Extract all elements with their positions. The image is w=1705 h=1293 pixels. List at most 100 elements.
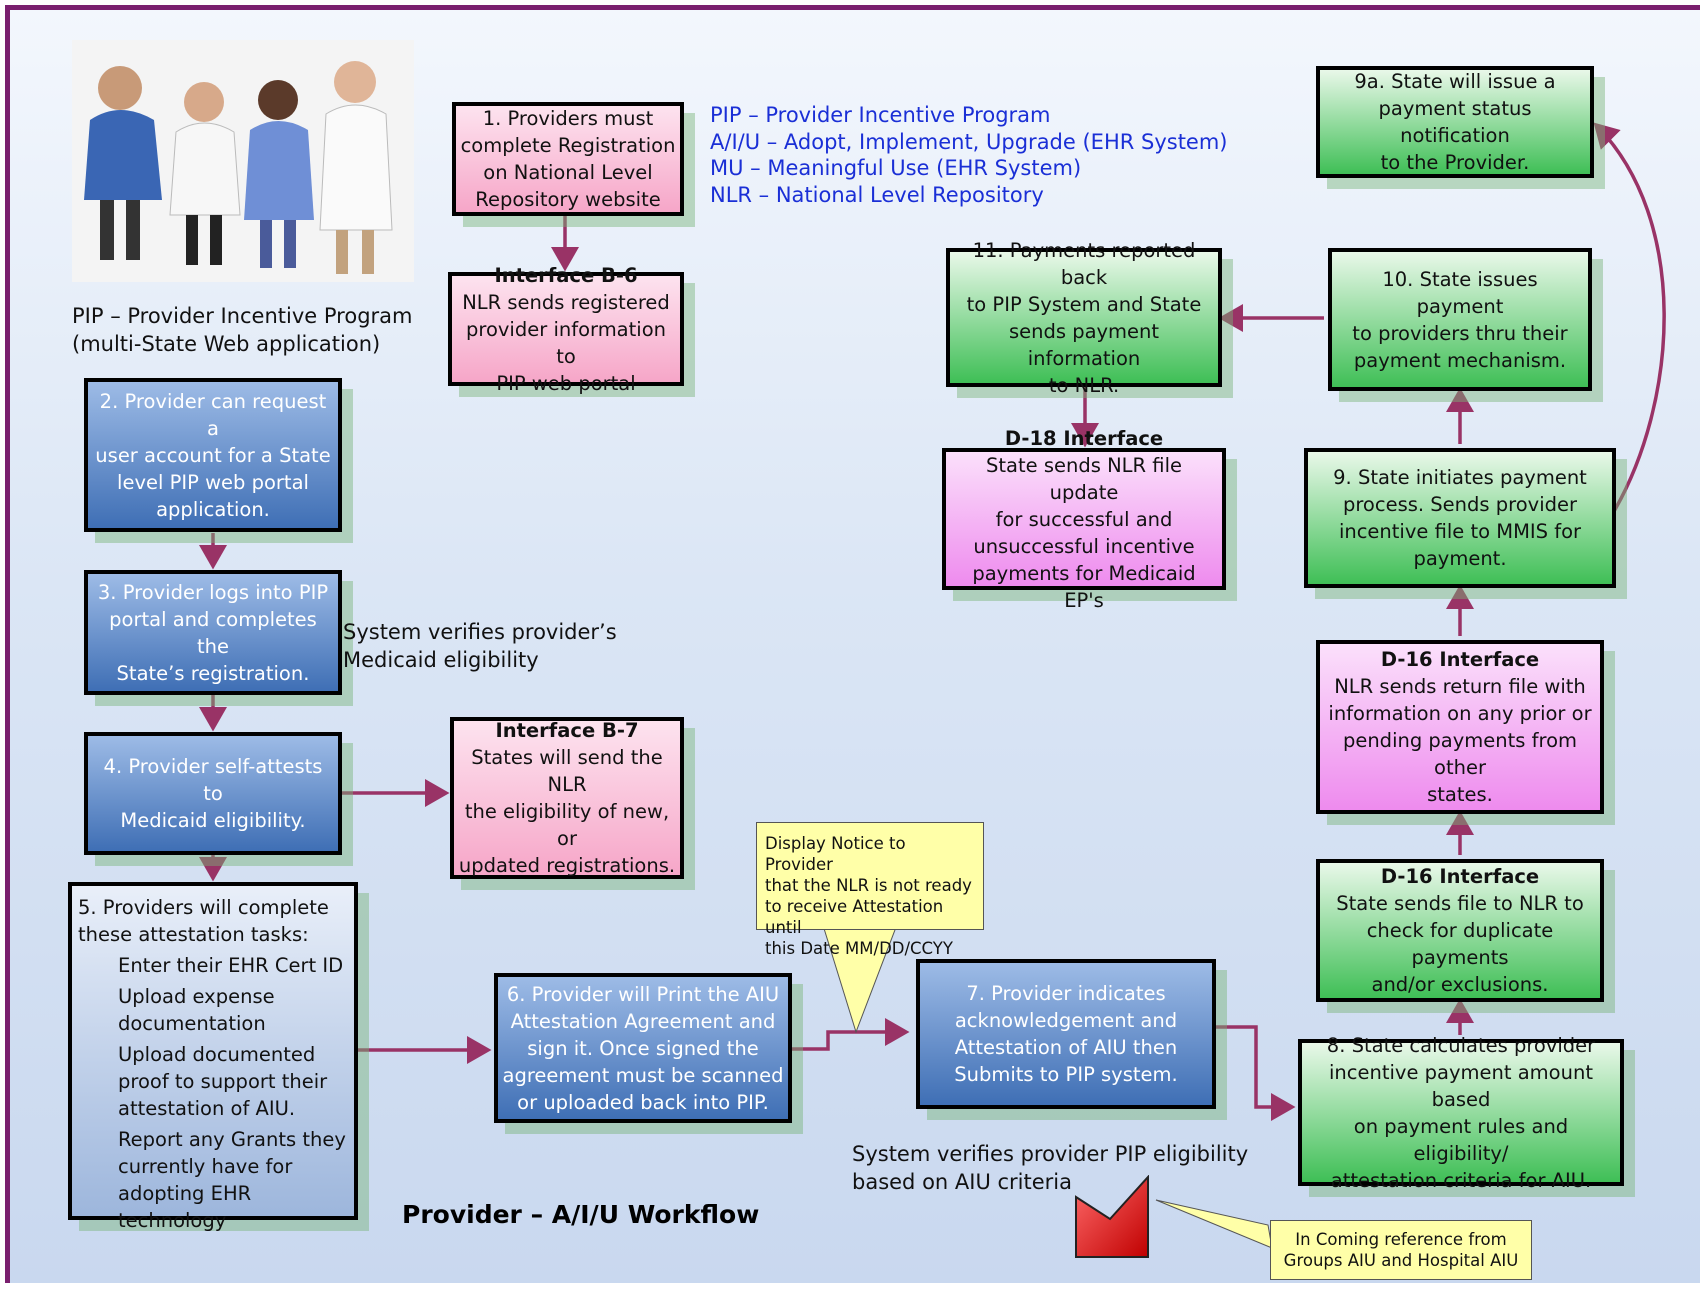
notice-callout-pointer (821, 921, 1273, 1249)
medical-staff-photo (72, 40, 414, 282)
step-1-box: 1. Providers must complete Registration … (452, 102, 684, 216)
notice-line: to receive Attestation until (765, 897, 944, 937)
workflow-title: Provider – A/I/U Workflow (402, 1200, 760, 1229)
step-2-line: application. (156, 497, 270, 521)
interface-b7-line: the eligibility of new, or (464, 800, 670, 850)
step-1-line: on National Level (483, 161, 653, 184)
step-9-box: 9. State initiates payment process. Send… (1304, 448, 1616, 588)
step-9-line: payment. (1413, 547, 1507, 570)
interface-b6-line: provider information to (466, 317, 666, 368)
interface-d16-return-line: NLR sends return file with (1334, 675, 1586, 698)
task-item: Upload documented proof to support their… (78, 1041, 327, 1122)
interface-d16-return-title: D-16 Interface (1380, 648, 1540, 671)
interface-d18-line: for successful and (995, 507, 1173, 531)
step-8-line: attestation criteria for AIU. (1330, 1168, 1592, 1192)
person-figure-2 (169, 82, 241, 265)
legend-item: A/I/U – Adopt, Implement, Upgrade (EHR S… (710, 129, 1228, 154)
step-9a-box: 9a. State will issue a payment status no… (1316, 66, 1594, 178)
step-4-box: 4. Provider self-attests to Medicaid eli… (84, 732, 342, 855)
interface-b7-line: States will send the NLR (471, 746, 663, 796)
notice-callout: Display Notice to Provider that the NLR … (756, 822, 984, 958)
step-9-line: process. Sends provider (1342, 493, 1578, 516)
task-item: Report any Grants they currently have fo… (78, 1126, 348, 1234)
legend-item: PIP – Provider Incentive Program (710, 103, 1051, 127)
verify-medicaid-line: Medicaid eligibility (343, 648, 539, 672)
step-9-line: incentive file to MMIS for (1338, 520, 1582, 543)
step-1-line: Repository website (475, 188, 661, 211)
verify-pip-line: based on AIU criteria (852, 1170, 1073, 1194)
interface-b6-title: Interface B-6 (494, 263, 638, 287)
interface-d16-return-box: D-16 Interface NLR sends return file wit… (1316, 640, 1604, 814)
step-11-line: to NLR. (1048, 373, 1120, 397)
task-line: adopting EHR technology (118, 1182, 252, 1232)
verify-pip-note: System verifies provider PIP eligibility… (852, 1140, 1248, 1196)
pip-caption-line: PIP – Provider Incentive Program (72, 304, 413, 328)
step-11-box: 11. Payments reported back to PIP System… (946, 239, 1222, 397)
step-11-line: sends payment information (1008, 319, 1160, 370)
step-11-line: to PIP System and State (966, 292, 1202, 316)
task-line: Enter their EHR Cert ID (118, 954, 344, 977)
person-figure-1 (84, 66, 162, 260)
interface-d16-send-title: D-16 Interface (1380, 865, 1540, 888)
step-3-line: State’s registration. (116, 661, 310, 685)
step-6-line: Attestation Agreement and (510, 1009, 776, 1033)
step-9-line: 9. State initiates payment (1333, 466, 1587, 489)
step-8-line: incentive payment amount based (1329, 1060, 1593, 1111)
interface-b7-line: updated registrations. (458, 854, 676, 877)
step-10-box: 10. State issues payment to providers th… (1328, 248, 1592, 391)
step-10-line: payment mechanism. (1353, 348, 1567, 372)
step-2-box: 2. Provider can request a user account f… (84, 378, 342, 532)
connector-layer (199, 122, 1666, 1121)
incoming-reference-callout: In Coming reference from Groups AIU and … (1270, 1220, 1532, 1280)
step-6-line: 6. Provider will Print the AIU (506, 982, 780, 1006)
step-5-box: 5. Providers will complete these attesta… (68, 882, 358, 1232)
verify-medicaid-line: System verifies provider’s (343, 620, 617, 644)
interface-b6-line: NLR sends registered (462, 290, 670, 314)
incoming-line: In Coming reference from (1295, 1230, 1507, 1249)
step-1-line: complete Registration (460, 134, 676, 157)
notice-line: Display Notice to Provider (765, 834, 906, 874)
step-5-line: these attestation tasks: (78, 923, 309, 946)
task-line: documentation (118, 1012, 266, 1035)
step-6-box: 6. Provider will Print the AIU Attestati… (494, 973, 792, 1123)
step-3-line: 3. Provider logs into PIP (97, 580, 329, 604)
interface-d18-box: D-18 Interface State sends NLR file upda… (942, 427, 1226, 612)
step-1-line: 1. Providers must (482, 107, 654, 130)
step-2-line: level PIP web portal (117, 470, 309, 494)
legend-item: MU – Meaningful Use (EHR System) (710, 156, 1082, 180)
pip-caption-line: (multi-State Web application) (72, 332, 381, 356)
interface-d18-title: D-18 Interface (1004, 426, 1164, 450)
step-6-line: or uploaded back into PIP. (517, 1090, 769, 1114)
interface-d16-send-line: check for duplicate payments (1366, 919, 1554, 969)
verify-medicaid-note: System verifies provider’s Medicaid elig… (343, 618, 617, 674)
workflow-diagram: PIP – Provider Incentive Program (multi-… (5, 5, 1700, 1283)
task-item: Enter their EHR Cert ID (78, 952, 343, 979)
interface-b7-box: Interface B-7 States will send the NLR t… (450, 717, 684, 879)
task-line: Upload documented (118, 1043, 316, 1066)
task-line: attestation of AIU. (118, 1097, 296, 1120)
step-4-line: Medicaid eligibility. (120, 809, 306, 832)
task-item: Upload expense documentation (78, 983, 275, 1037)
step-7-line: acknowledgement and (954, 1009, 1178, 1032)
step-7-line: Attestation of AIU then (954, 1036, 1178, 1059)
step-8-line: on payment rules and eligibility/ (1353, 1114, 1569, 1165)
step-5-line: 5. Providers will complete (78, 896, 329, 919)
interface-d18-line: State sends NLR file update (986, 453, 1182, 504)
step-9a-line: to the Provider. (1380, 151, 1530, 174)
step-10-line: to providers thru their (1352, 321, 1568, 345)
arrow-6-to-7 (790, 1018, 910, 1051)
interface-d16-return-line: pending payments from other (1342, 729, 1578, 779)
incoming-line: Groups AIU and Hospital AIU (1283, 1251, 1519, 1270)
interface-b7-title: Interface B-7 (495, 719, 639, 742)
notice-line: this Date MM/DD/CCYY (765, 939, 953, 958)
pip-caption: PIP – Provider Incentive Program (multi-… (72, 302, 412, 358)
notice-line: that the NLR is not ready (765, 876, 972, 895)
legend-item: NLR – National Level Repository (710, 182, 1044, 207)
step-6-line: agreement must be scanned (502, 1063, 784, 1087)
step-8-line: 8. State calculates provider (1326, 1033, 1596, 1057)
step-7-line: Submits to PIP system. (954, 1063, 1178, 1086)
abbreviation-legend: PIP – Provider Incentive Program A/I/U –… (710, 102, 1228, 208)
interface-d16-send-box: D-16 Interface State sends file to NLR t… (1316, 859, 1604, 1002)
interface-b6-box: Interface B-6 NLR sends registered provi… (448, 264, 684, 395)
interface-d18-line: unsuccessful incentive (973, 534, 1195, 558)
